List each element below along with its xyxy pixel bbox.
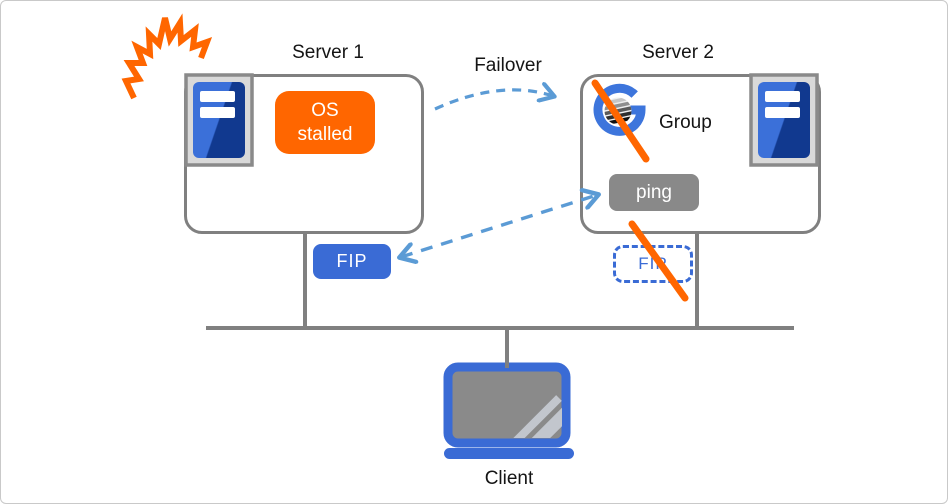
- fip-active-label: FIP: [336, 251, 368, 271]
- os-stalled-label: OS stalled: [297, 99, 353, 145]
- group-label: Group: [659, 112, 712, 133]
- client-label: Client: [484, 468, 534, 489]
- group-icon: [593, 83, 646, 136]
- fip-inactive-badge: FIP: [613, 245, 693, 283]
- fip-inactive-label: FIP: [638, 254, 668, 273]
- server1-title: Server 1: [292, 42, 364, 63]
- fip-active-badge: FIP: [313, 244, 391, 279]
- client-laptop-icon: [443, 362, 574, 459]
- ping-label: ping: [636, 181, 672, 203]
- network-lines: [206, 234, 794, 368]
- ping-arrow: [401, 195, 597, 257]
- server2-tower-icon: [749, 73, 819, 167]
- failover-arrow: [434, 90, 553, 111]
- os-stalled-badge: OS stalled: [275, 91, 375, 154]
- failover-label: Failover: [474, 55, 542, 76]
- server1-tower-icon: [184, 73, 254, 167]
- server2-title: Server 2: [642, 42, 714, 63]
- ping-badge: ping: [609, 174, 699, 211]
